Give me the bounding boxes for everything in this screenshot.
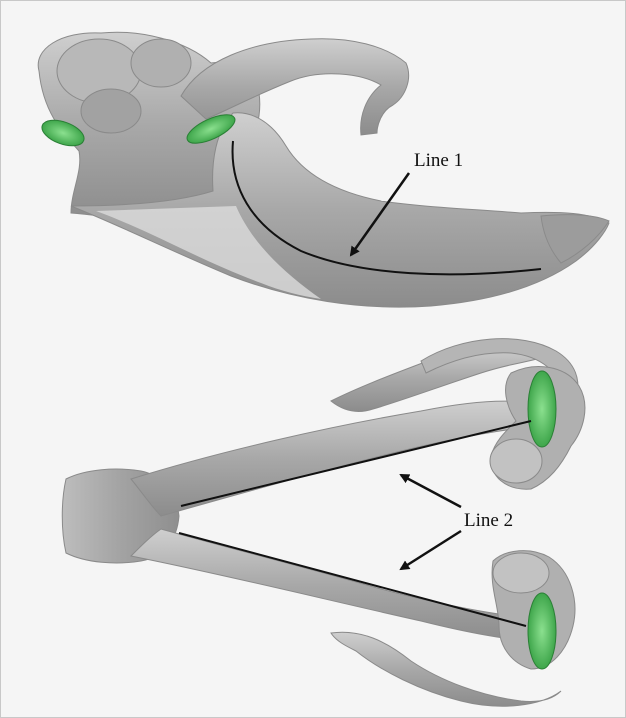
articular-surface-lower: [528, 593, 556, 669]
mandible-ventral-view: Line 2: [62, 339, 585, 707]
condyle-lobe: [493, 553, 549, 593]
condyle-lobe: [131, 39, 191, 87]
articular-surface-upper: [528, 371, 556, 447]
line-2-label: Line 2: [464, 510, 513, 531]
mandible-lateral-view: Line 1: [38, 32, 609, 307]
ramus-upper: [131, 401, 541, 516]
line-2-arrow-upper: [401, 475, 461, 507]
condyle-lobe: [81, 89, 141, 133]
line-1-label: Line 1: [414, 150, 463, 171]
ramus-lower: [131, 529, 541, 641]
line-2-arrow-lower: [401, 531, 461, 569]
line-2-lower: [179, 533, 526, 626]
condyle-lobe: [490, 439, 542, 483]
